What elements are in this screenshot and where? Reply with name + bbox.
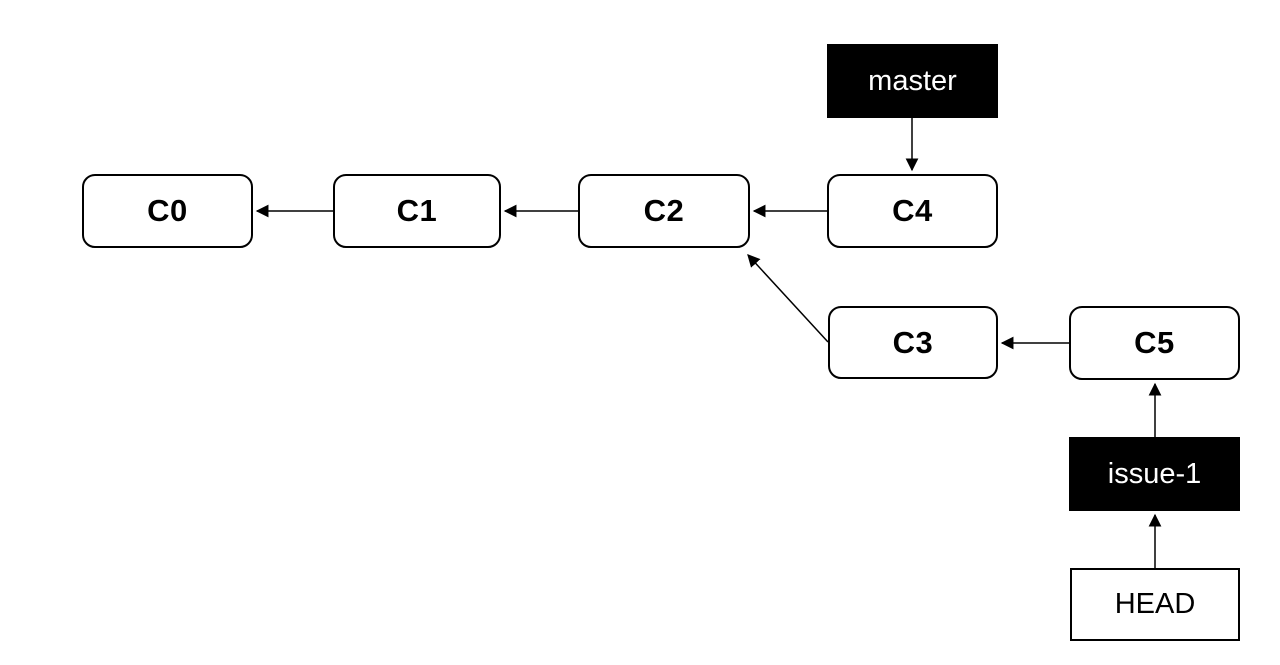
branch-tag-master: master: [827, 44, 998, 118]
commit-node-c2: C2: [578, 174, 750, 248]
head-label: HEAD: [1114, 588, 1196, 620]
commit-node-c3: C3: [828, 306, 998, 379]
commit-label: C4: [892, 193, 933, 228]
commit-node-c5: C5: [1069, 306, 1240, 380]
commit-node-c0: C0: [82, 174, 253, 248]
branch-label: issue-1: [1107, 457, 1202, 490]
branch-tag-issue-1: issue-1: [1069, 437, 1240, 511]
commit-label: C1: [396, 193, 438, 228]
edge-c3-to-c2: [747, 254, 829, 343]
commit-label: C3: [892, 324, 934, 360]
commit-label: C0: [147, 193, 188, 228]
head-pointer-box: HEAD: [1070, 568, 1240, 641]
commit-label: C2: [643, 193, 685, 228]
commit-label: C5: [1134, 325, 1175, 360]
commit-node-c4: C4: [827, 174, 998, 248]
branch-label: master: [868, 64, 957, 97]
commit-node-c1: C1: [333, 174, 501, 248]
